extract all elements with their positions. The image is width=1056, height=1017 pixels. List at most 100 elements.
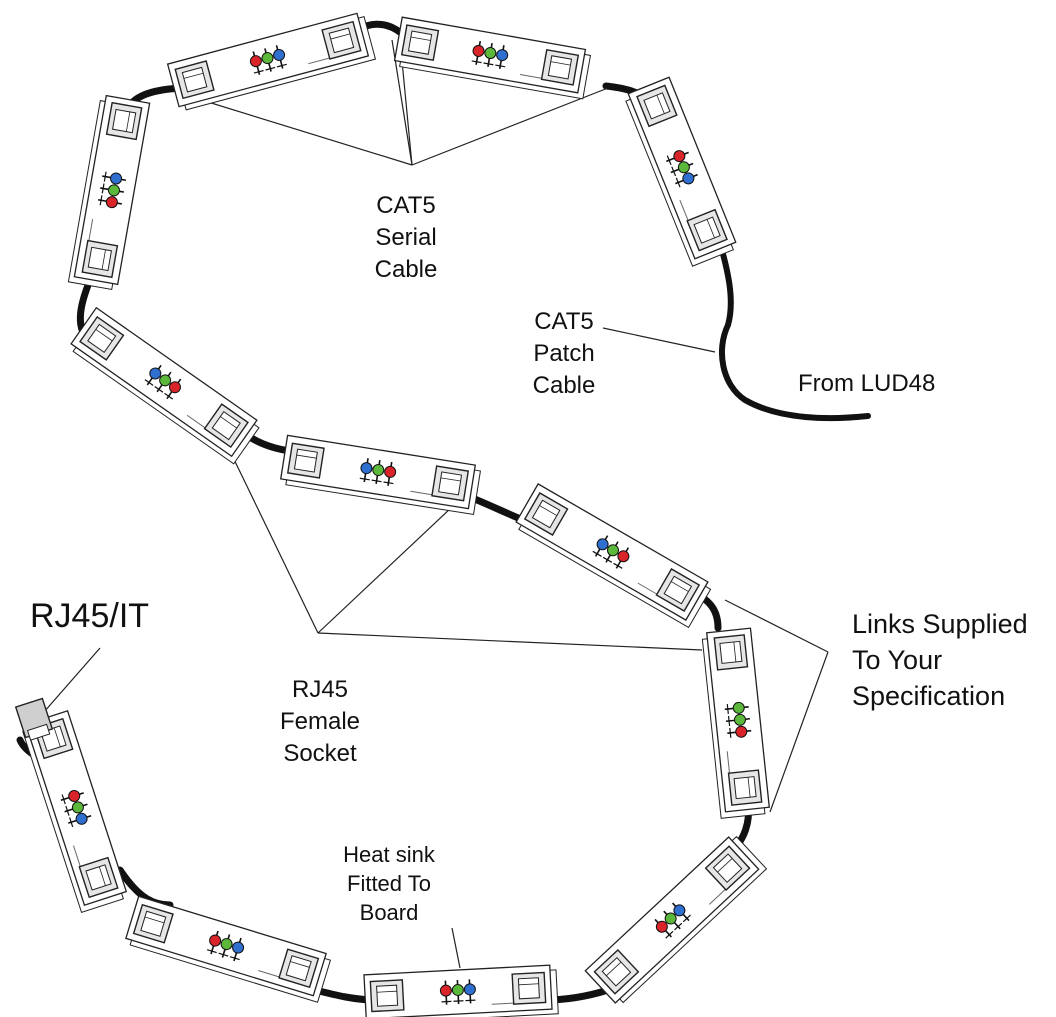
rj45-socket-port: [712, 853, 743, 884]
board-layer: [14, 12, 771, 1017]
rj45-socket-pins: [101, 249, 106, 270]
led-board: [515, 483, 712, 629]
led-cluster-icon: [60, 789, 92, 828]
led-dot: [149, 367, 162, 380]
led-base: [154, 386, 164, 393]
led-board: [67, 94, 151, 291]
led-cluster-icon: [97, 171, 127, 209]
rj45-socket-port: [407, 30, 433, 55]
rj45-socket-pins: [706, 219, 715, 239]
led-dot: [664, 912, 677, 925]
patch-cable-label-line-3: Cable: [532, 372, 596, 399]
patch-cable-label-line-2: Patch: [533, 340, 595, 367]
led-base: [253, 69, 264, 74]
led-base: [675, 177, 681, 188]
led-base: [99, 195, 103, 206]
female-socket-label-line-1: RJ45: [291, 676, 349, 703]
led-base: [69, 817, 74, 828]
led-base: [265, 66, 276, 71]
led-dot: [677, 161, 690, 174]
rj45-socket-pins: [550, 61, 571, 66]
rj45-socket-port: [111, 108, 137, 134]
led-base: [471, 60, 482, 64]
led-board: [70, 306, 260, 465]
led-dot: [75, 812, 88, 825]
callout-line: [769, 651, 829, 813]
led-base: [465, 999, 476, 1002]
callout-line: [602, 327, 716, 353]
rj45-socket-pins: [747, 777, 751, 798]
led-board: [125, 895, 332, 1003]
heat-sink-label: Heat sink Fitted To Board: [334, 840, 444, 927]
cable-segment: [715, 233, 871, 422]
rj45-plug-icon: [14, 697, 54, 741]
led-dot: [673, 904, 686, 917]
led-dot: [617, 550, 630, 563]
led-base: [65, 805, 70, 816]
callout-line: [317, 632, 703, 651]
rj45-socket-port: [719, 640, 743, 664]
led-dot: [596, 538, 609, 551]
callout-line: [194, 97, 413, 166]
led-base: [101, 183, 105, 194]
led-board: [393, 16, 592, 100]
led-dot: [607, 544, 619, 557]
rj45-socket-port: [547, 55, 573, 80]
female-socket-label-line-3: Socket: [283, 740, 357, 767]
led-cluster-icon: [359, 458, 397, 486]
led-cluster-icon: [144, 364, 182, 400]
led-dot: [232, 941, 245, 954]
led-cluster-icon: [654, 902, 691, 939]
led-cluster-icon: [724, 701, 752, 738]
led-cluster-icon: [666, 150, 698, 188]
rj45-socket-port: [87, 323, 117, 354]
callout-line: [227, 446, 319, 634]
rj45-socket-pins: [98, 866, 106, 886]
led-dot: [735, 725, 748, 738]
rj45-socket-pins: [125, 111, 131, 132]
led-board: [363, 964, 559, 1017]
rj45-socket-pins: [183, 72, 204, 79]
rj45-socket-pins: [656, 94, 665, 114]
rj45-socket-pins: [290, 961, 310, 968]
led-dot: [439, 984, 452, 997]
led-base: [665, 930, 674, 939]
led-board: [701, 627, 771, 819]
callout-line: [724, 599, 829, 653]
led-base: [682, 914, 691, 923]
led-base: [726, 703, 729, 715]
rj45-socket-port: [87, 246, 113, 272]
led-base: [729, 727, 732, 738]
rj45-socket-port: [663, 575, 693, 605]
rj45-socket-pins: [296, 454, 317, 459]
led-dot: [261, 52, 274, 65]
led-dot: [682, 172, 695, 185]
led-base: [674, 922, 683, 931]
led-base: [671, 166, 677, 177]
led-base: [483, 62, 494, 66]
led-cluster-icon: [249, 45, 287, 75]
led-cluster-icon: [592, 535, 630, 569]
led-dot: [360, 462, 373, 475]
heat-sink-label-line-2: Fitted To: [347, 871, 431, 896]
rj45-socket-pins: [220, 416, 237, 429]
rj45-socket-pins: [53, 727, 61, 747]
rj45-socket-port: [211, 410, 241, 441]
led-base: [453, 1000, 464, 1002]
led-dot: [168, 381, 181, 394]
links-supplied-label: Links Supplied To Your Specification: [852, 606, 1028, 714]
rj45-socket-pins: [410, 36, 431, 41]
led-cluster-icon: [206, 930, 245, 962]
led-cluster-icon: [439, 979, 476, 1005]
led-base: [592, 550, 602, 557]
links-supplied-label-line-3: Specification: [852, 681, 1006, 711]
led-dot: [372, 464, 385, 477]
rj45-socket-pins: [440, 477, 461, 482]
led-base: [164, 392, 174, 400]
rj45-it-label: RJ45/IT: [30, 597, 150, 635]
led-base: [383, 481, 394, 485]
callout-line: [451, 927, 461, 969]
rj45-socket-port: [531, 499, 561, 529]
callout-line: [317, 506, 453, 634]
